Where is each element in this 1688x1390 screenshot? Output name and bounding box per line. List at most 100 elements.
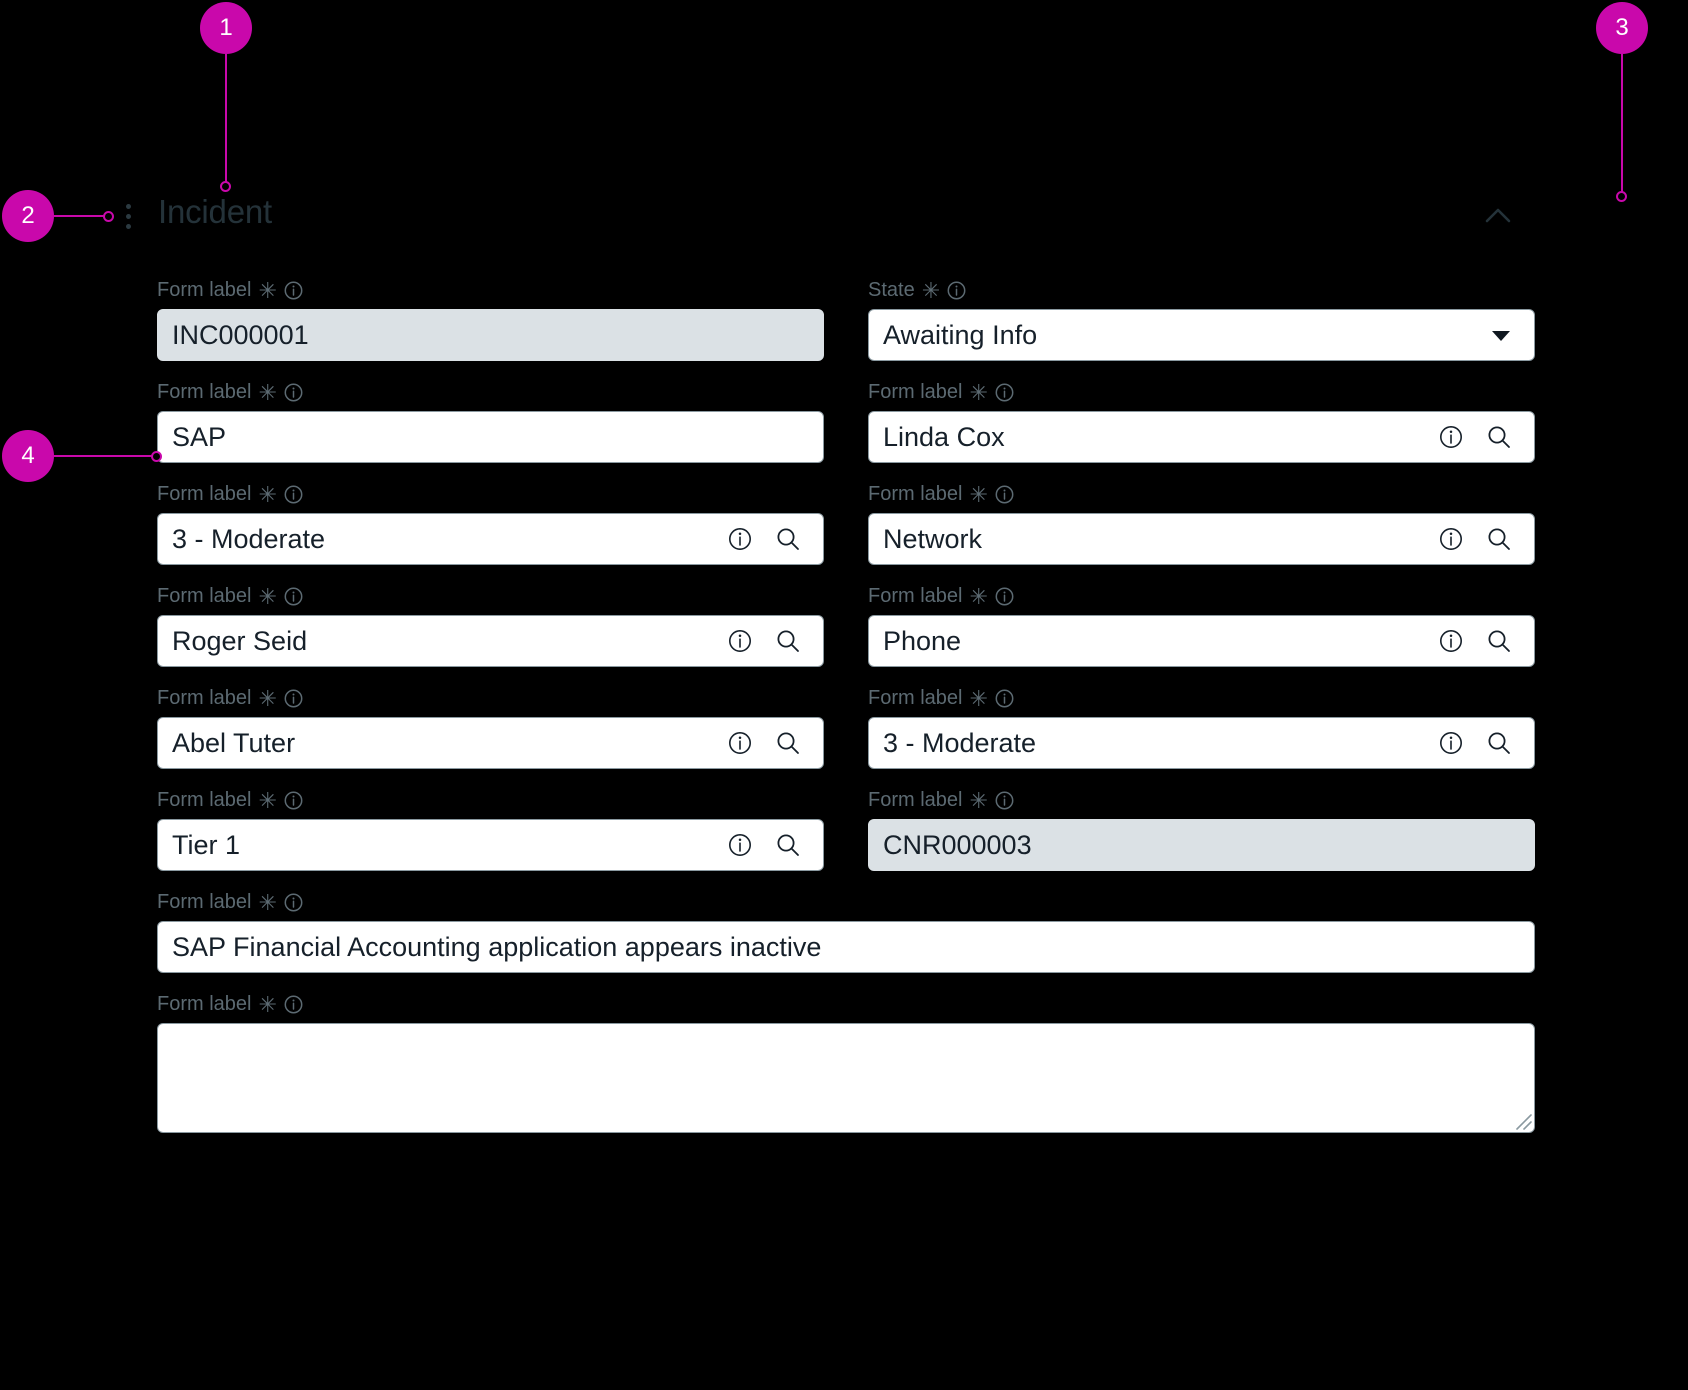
info-circle-icon[interactable] [1438,424,1464,450]
resize-grip-icon[interactable] [1512,1110,1532,1130]
label-text: Form label [157,788,252,811]
incident-number-field[interactable]: INC000001 [157,309,824,361]
label-text: Form label [157,278,252,301]
short-description-input[interactable]: SAP Financial Accounting application app… [157,921,1535,973]
info-circle-icon[interactable] [995,485,1014,504]
annotation-endpoint-4 [151,451,162,462]
tier-reference-field[interactable]: Tier 1 [157,819,824,871]
info-circle-icon[interactable] [995,689,1014,708]
annotation-line-2 [54,215,106,217]
roger-seid-reference-field[interactable]: Roger Seid [157,615,824,667]
info-circle-icon[interactable] [727,832,753,858]
required-asterisk-icon: ✳ [258,584,277,609]
info-circle-icon[interactable] [995,791,1014,810]
required-asterisk-icon: ✳ [969,482,988,507]
info-circle-icon[interactable] [727,730,753,756]
field-phone: Form label ✳ Phone [868,581,1535,667]
info-circle-icon[interactable] [1438,526,1464,552]
field-adornments [1438,730,1534,756]
info-circle-icon[interactable] [284,689,303,708]
label-text: Form label [157,890,252,913]
magnifier-icon[interactable] [775,628,801,654]
field-state: State ✳ Awaiting Info [868,275,1535,361]
state-select[interactable]: Awaiting Info [868,309,1535,361]
magnifier-icon[interactable] [1486,526,1512,552]
incident-number-value: INC000001 [172,319,309,350]
description-value [158,1024,1534,1034]
field-label-linda-cox: Form label ✳ [868,377,1535,407]
required-asterisk-icon: ✳ [969,380,988,405]
abel-tuter-value: Abel Tuter [172,727,296,758]
info-circle-icon[interactable] [995,587,1014,606]
info-circle-icon[interactable] [284,281,303,300]
form-grid: Form label ✳ INC000001 State ✳ [157,275,1535,1149]
info-circle-icon[interactable] [284,383,303,402]
urgency-reference-field[interactable]: 3 - Moderate [868,717,1535,769]
change-number-field[interactable]: CNR000003 [868,819,1535,871]
magnifier-icon[interactable] [775,526,801,552]
magnifier-icon[interactable] [775,730,801,756]
required-asterisk-icon: ✳ [921,278,941,303]
field-linda-cox: Form label ✳ Linda Cox [868,377,1535,463]
info-circle-icon[interactable] [1438,730,1464,756]
required-asterisk-icon: ✳ [969,788,988,813]
magnifier-icon[interactable] [1486,730,1512,756]
info-circle-icon[interactable] [284,995,303,1014]
field-description: Form label ✳ [157,989,1535,1133]
info-circle-icon[interactable] [947,281,966,300]
phone-reference-field[interactable]: Phone [868,615,1535,667]
magnifier-icon[interactable] [1486,628,1512,654]
field-label-tier: Form label ✳ [157,785,824,815]
description-textarea[interactable] [157,1023,1535,1133]
field-adornments [727,526,823,552]
field-label-sap: Form label ✳ [157,377,824,407]
network-reference-field[interactable]: Network [868,513,1535,565]
linda-cox-reference-field[interactable]: Linda Cox [868,411,1535,463]
impact-reference-field[interactable]: 3 - Moderate [157,513,824,565]
state-value: Awaiting Info [883,319,1038,350]
impact-value: 3 - Moderate [172,523,326,554]
info-circle-icon[interactable] [727,526,753,552]
field-tier: Form label ✳ Tier 1 [157,785,824,871]
annotation-line-3 [1621,54,1623,196]
magnifier-icon[interactable] [1486,424,1512,450]
field-roger-seid: Form label ✳ Roger Seid [157,581,824,667]
annotation-endpoint-2 [103,211,114,222]
kebab-drag-handle-icon[interactable] [123,201,133,231]
label-text: Form label [868,584,963,607]
info-circle-icon[interactable] [284,587,303,606]
field-adornments [727,628,823,654]
page-title: Incident [158,193,272,230]
abel-tuter-reference-field[interactable]: Abel Tuter [157,717,824,769]
label-text: State [868,278,915,301]
required-asterisk-icon: ✳ [969,584,988,609]
roger-seid-value: Roger Seid [172,625,308,656]
field-change-number: Form label ✳ CNR000003 [868,785,1535,871]
collapse-toggle[interactable] [1480,201,1516,231]
info-circle-icon[interactable] [284,893,303,912]
info-circle-icon[interactable] [995,383,1014,402]
field-incident-number: Form label ✳ INC000001 [157,275,824,361]
field-label-short-description: Form label ✳ [157,887,1535,917]
info-circle-icon[interactable] [284,485,303,504]
field-short-description: Form label ✳ SAP Financial Accounting ap… [157,887,1535,973]
field-urgency: Form label ✳ 3 - Moderate [868,683,1535,769]
required-asterisk-icon: ✳ [258,482,277,507]
info-circle-icon[interactable] [284,791,303,810]
label-text: Form label [868,482,963,505]
field-sap-input[interactable]: SAP [157,411,824,463]
label-text: Form label [157,482,252,505]
field-adornments [1438,526,1534,552]
info-circle-icon[interactable] [727,628,753,654]
field-adornments [1438,424,1534,450]
label-text: Form label [868,788,963,811]
urgency-value: 3 - Moderate [883,727,1037,758]
phone-value: Phone [883,625,962,656]
label-text: Form label [868,380,963,403]
field-network: Form label ✳ Network [868,479,1535,565]
info-circle-icon[interactable] [1438,628,1464,654]
field-label-impact: Form label ✳ [157,479,824,509]
magnifier-icon[interactable] [775,832,801,858]
caret-down-icon[interactable] [1490,327,1512,343]
